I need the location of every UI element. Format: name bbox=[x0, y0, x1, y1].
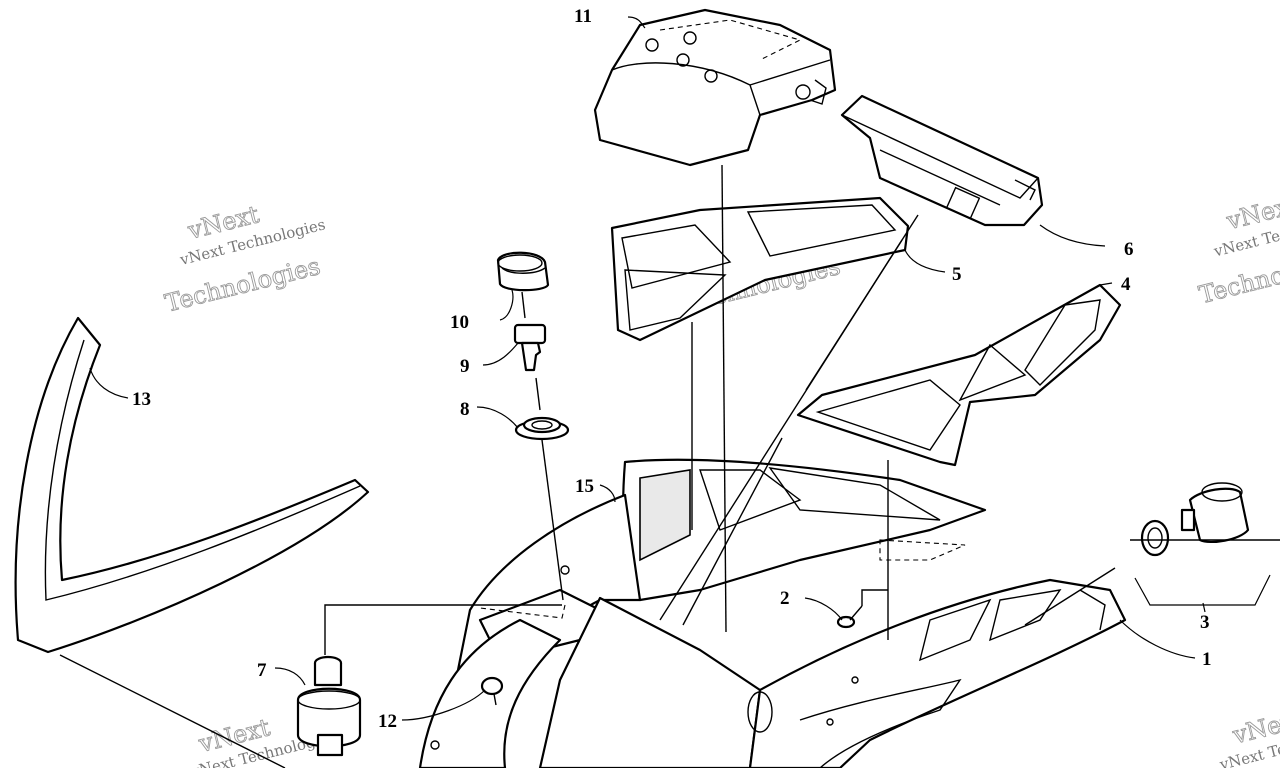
callout-8: 8 bbox=[460, 399, 470, 420]
part-3-12v-socket bbox=[1130, 482, 1280, 557]
callout-3: 3 bbox=[1200, 612, 1210, 633]
watermark-right: vNext vNext Technologies Technologies bbox=[1196, 190, 1280, 310]
callout-5: 5 bbox=[952, 264, 962, 285]
callout-9: 9 bbox=[460, 356, 470, 377]
part-9-key bbox=[513, 323, 547, 372]
part-10-ignition-cap bbox=[496, 251, 550, 292]
callout-labels: 11 6 5 4 10 9 13 8 15 2 3 1 7 12 bbox=[132, 6, 1212, 732]
callout-15: 15 bbox=[575, 476, 594, 497]
callout-4: 4 bbox=[1121, 274, 1131, 295]
part-1-hood bbox=[418, 458, 1127, 768]
leader-lines bbox=[89, 16, 1271, 721]
part-8-nut bbox=[514, 416, 570, 441]
part-11-console-cover bbox=[593, 8, 837, 167]
part-2-screw bbox=[836, 605, 863, 629]
part-6-gauge bbox=[840, 94, 1044, 227]
part-5-grille-panel bbox=[610, 196, 910, 342]
watermark-bottom-right: vNext vNext Technologies bbox=[1217, 704, 1280, 768]
explosion-lines bbox=[59, 164, 1116, 768]
callout-10: 10 bbox=[450, 312, 469, 333]
callout-13: 13 bbox=[132, 389, 151, 410]
callout-11: 11 bbox=[574, 6, 592, 27]
callout-7: 7 bbox=[257, 660, 267, 681]
part-4-grille-panel bbox=[796, 283, 1122, 467]
part-12-fastener bbox=[480, 676, 504, 706]
watermark-left: vNext vNext Technologies Technologies bbox=[162, 200, 327, 318]
callout-6: 6 bbox=[1124, 239, 1134, 260]
callout-1: 1 bbox=[1202, 649, 1212, 670]
callout-2: 2 bbox=[780, 588, 790, 609]
callout-12: 12 bbox=[378, 711, 397, 732]
part-13-trim-strip bbox=[14, 316, 370, 654]
part-7-power-socket bbox=[296, 655, 362, 757]
